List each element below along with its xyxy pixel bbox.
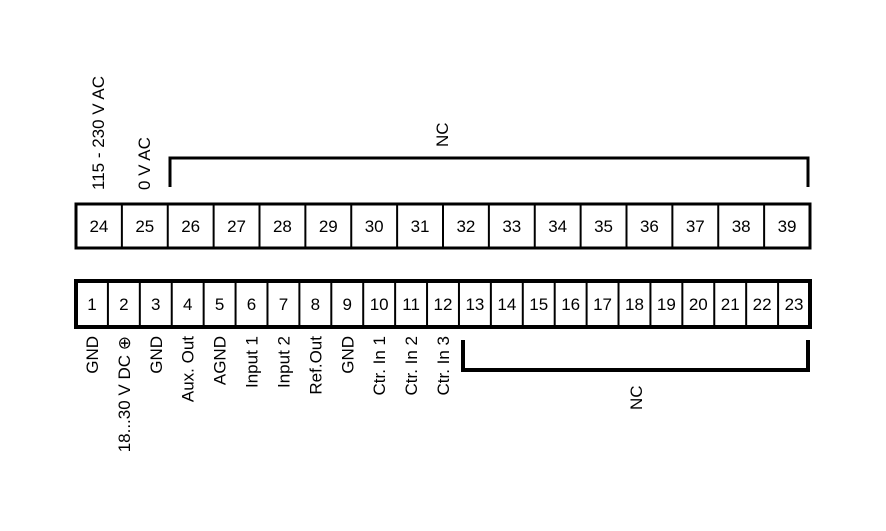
- bottom-terminal-21: 21: [721, 295, 740, 314]
- top-terminal-39: 39: [778, 217, 797, 236]
- top-terminal-34: 34: [548, 217, 567, 236]
- bottom-terminal-6: 6: [247, 295, 256, 314]
- bottom-terminal-12: 12: [434, 295, 453, 314]
- bottom-label-terminal-5: AGND: [211, 336, 230, 385]
- bottom-label-terminal-4: Aux. Out: [179, 336, 198, 402]
- top-terminal-block: 24 25 26 27 28 29 30 31 32 33 34 35 36 37 38 39: [74, 202, 812, 250]
- bottom-terminal-19: 19: [657, 295, 676, 314]
- bottom-terminal-22: 22: [753, 295, 772, 314]
- bottom-terminal-11: 11: [402, 295, 420, 314]
- top-terminal-28: 28: [273, 217, 292, 236]
- top-terminal-24: 24: [89, 217, 108, 236]
- bottom-terminal-3: 3: [151, 295, 160, 314]
- top-terminal-25: 25: [135, 217, 154, 236]
- bottom-label-terminal-11: Ctr. In 2: [402, 336, 421, 396]
- top-terminal-38: 38: [732, 217, 751, 236]
- top-terminal-35: 35: [594, 217, 613, 236]
- top-terminal-27: 27: [227, 217, 246, 236]
- bottom-terminal-8: 8: [311, 295, 320, 314]
- top-terminal-33: 33: [502, 217, 521, 236]
- top-terminal-29: 29: [319, 217, 338, 236]
- top-label-0vac: 0 V AC: [135, 137, 154, 190]
- top-terminal-26: 26: [181, 217, 200, 236]
- top-terminal-31: 31: [411, 217, 430, 236]
- bottom-terminal-20: 20: [689, 295, 708, 314]
- top-label-115-230vac: 115 - 230 V AC: [89, 76, 108, 190]
- bottom-terminal-1: 1: [87, 295, 96, 314]
- bottom-label-terminal-1: GND: [83, 336, 102, 374]
- top-nc-label: NC: [433, 122, 452, 147]
- top-terminal-30: 30: [365, 217, 384, 236]
- top-nc-bracket: [168, 156, 810, 187]
- bottom-terminal-10: 10: [370, 295, 389, 314]
- bottom-label-terminal-3: GND: [147, 336, 166, 374]
- bottom-terminal-23: 23: [785, 295, 804, 314]
- bottom-label-terminal-7: Input 2: [274, 336, 293, 388]
- bottom-nc-label: NC: [627, 385, 646, 410]
- top-terminal-36: 36: [640, 217, 659, 236]
- bottom-terminal-16: 16: [561, 295, 580, 314]
- bottom-terminal-17: 17: [593, 295, 612, 314]
- bottom-label-terminal-8: Ref.Out: [306, 336, 325, 395]
- bottom-label-terminal-2: 18...30 V DC ⊕: [115, 336, 134, 452]
- top-terminal-32: 32: [456, 217, 475, 236]
- bottom-terminal-14: 14: [497, 295, 516, 314]
- bottom-label-terminal-9: GND: [338, 336, 357, 374]
- bottom-block-frame: [74, 279, 812, 329]
- bottom-nc-bracket: [461, 340, 810, 372]
- bottom-terminal-18: 18: [625, 295, 644, 314]
- bottom-terminal-2: 2: [119, 295, 128, 314]
- bottom-terminal-13: 13: [465, 295, 484, 314]
- bottom-label-terminal-10: Ctr. In 1: [370, 336, 389, 396]
- bottom-label-terminal-12: Ctr. In 3: [434, 336, 453, 396]
- bottom-terminal-4: 4: [183, 295, 192, 314]
- bottom-label-terminal-6: Input 1: [243, 336, 262, 388]
- bottom-terminal-7: 7: [279, 295, 288, 314]
- top-terminal-37: 37: [686, 217, 705, 236]
- bottom-terminal-15: 15: [529, 295, 548, 314]
- bottom-terminal-5: 5: [215, 295, 224, 314]
- bottom-terminal-9: 9: [343, 295, 352, 314]
